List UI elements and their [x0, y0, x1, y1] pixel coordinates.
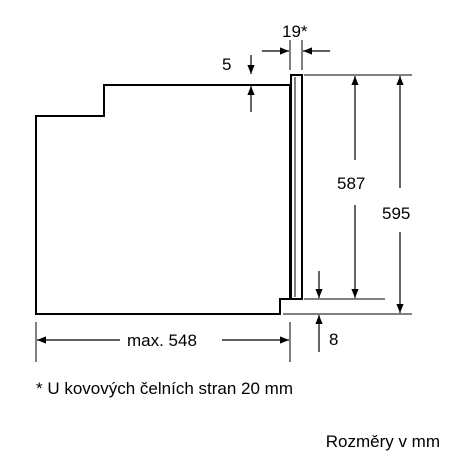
dimension-top-gap: 19*	[262, 22, 330, 55]
units-note: Rozměry v mm	[326, 432, 440, 451]
dimension-max-depth: max. 548	[37, 331, 289, 350]
dimension-bottom-gap-label: 8	[329, 330, 338, 349]
dimension-inner-height-label: 587	[337, 174, 365, 193]
extension-lines	[35, 40, 412, 362]
dimension-panel-step: 5	[222, 55, 255, 112]
footnote-text: * U kovových čelních stran 20 mm	[36, 379, 293, 398]
front-panel	[290, 74, 303, 300]
dimension-panel-step-label: 5	[222, 55, 231, 74]
dimension-total-height: 595	[382, 76, 410, 313]
dimension-inner-height: 587	[337, 76, 365, 298]
appliance-body-outline	[35, 84, 291, 315]
dimension-total-height-label: 595	[382, 204, 410, 223]
dimension-top-gap-label: 19*	[282, 22, 308, 41]
dimension-bottom-gap: 8	[315, 271, 338, 352]
dimension-max-depth-label: max. 548	[127, 331, 197, 350]
